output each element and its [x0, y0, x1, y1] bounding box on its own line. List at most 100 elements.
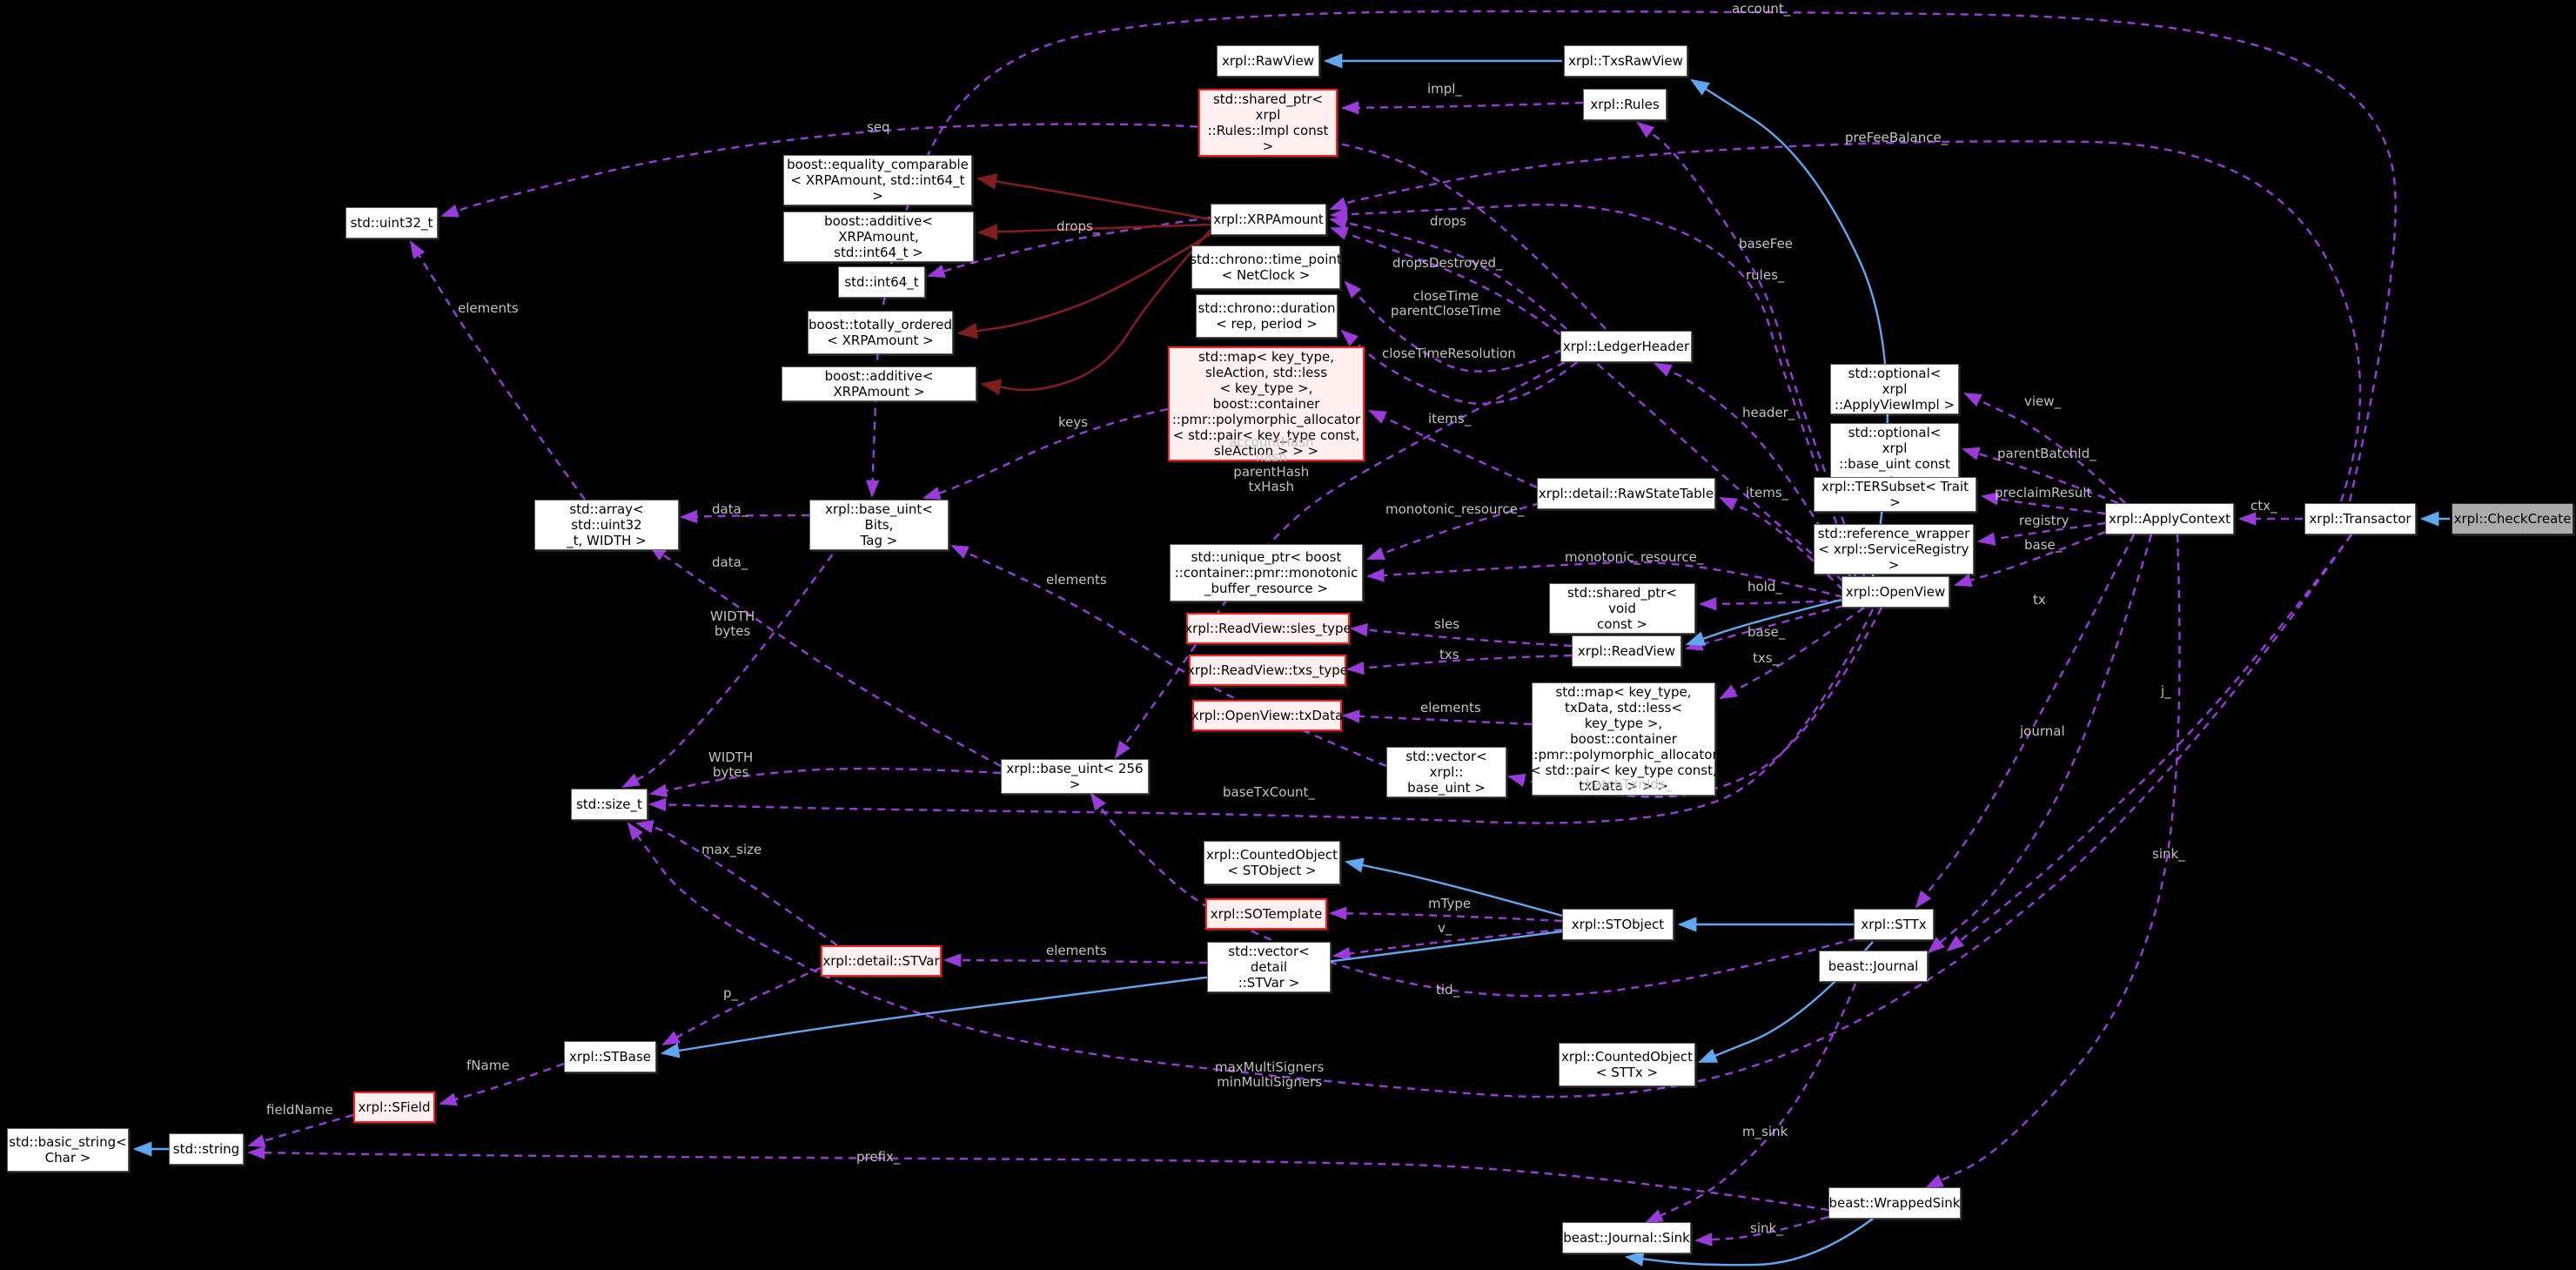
node-stobject[interactable]: xrpl::STObject: [1562, 909, 1674, 940]
edge-member-36: [627, 534, 2352, 1099]
node-wrappedsink[interactable]: beast::WrappedSink: [1828, 1187, 1961, 1219]
edge-member-22: [647, 608, 1875, 824]
node-uint32[interactable]: std::uint32_t: [345, 207, 438, 239]
node-readview[interactable]: xrpl::ReadView: [1572, 635, 1681, 667]
edge-private-65: [976, 223, 1211, 240]
edge-label-27: data_: [712, 554, 748, 570]
edge-label-13: monotonic_resource_: [1385, 501, 1525, 517]
edge-label-21: batchTxnIds_: [1586, 776, 1673, 792]
node-basicstring[interactable]: std::basic_string< Char >: [7, 1128, 129, 1172]
node-array-uint32[interactable]: std::array< std::uint32 _t, WIDTH >: [534, 500, 679, 550]
edge-private-67: [980, 229, 1211, 395]
node-counted-sttx[interactable]: xrpl::CountedObject < STTx >: [1559, 1043, 1695, 1086]
edge-label-35: tid_: [1436, 982, 1460, 998]
edge-member-16: [1685, 604, 1844, 651]
edge-member-5: [1330, 226, 1844, 582]
node-vector-baseuint[interactable]: std::vector< xrpl:: base_uint >: [1386, 747, 1506, 797]
edge-member-18: [1349, 623, 1573, 648]
node-xrpamount[interactable]: xrpl::XRPAmount: [1211, 204, 1326, 235]
node-rawstatetable[interactable]: xrpl::detail::RawStateTable: [1537, 478, 1715, 509]
edge-label-44: sink_: [2152, 846, 2185, 862]
edge-member-12: [1368, 409, 1538, 489]
edge-member-3: [440, 123, 1607, 330]
node-int64[interactable]: std::int64_t: [838, 266, 925, 298]
edge-label-3: seq: [867, 119, 890, 135]
edge-label-6: baseFee: [1739, 236, 1794, 252]
node-opt-applyview[interactable]: std::optional< xrpl ::ApplyViewImpl >: [1830, 364, 1959, 414]
node-sharedptr-rules-impl[interactable]: std::shared_ptr< xrpl ::Rules::Impl cons…: [1198, 89, 1338, 157]
node-map-sleaction[interactable]: std::map< key_type, sleAction, std::less…: [1168, 346, 1365, 461]
edge-member-34: [1332, 928, 1563, 961]
node-sfield[interactable]: xrpl::SField: [353, 1092, 435, 1123]
node-sizet[interactable]: std::size_t: [571, 789, 647, 820]
edge-label-7: rules_: [1746, 267, 1785, 283]
edge-inherit-56: [1685, 598, 1842, 646]
edge-member-33: [1328, 906, 1563, 923]
edge-member-29: [649, 767, 1002, 797]
node-ledgerheader[interactable]: xrpl::LedgerHeader: [1560, 331, 1692, 362]
node-openview[interactable]: xrpl::OpenView: [1841, 576, 1949, 608]
node-eqcomp[interactable]: boost::equality_comparable < XRPAmount, …: [783, 155, 972, 205]
node-counted-stobject[interactable]: xrpl::CountedObject < STObject >: [1204, 841, 1340, 884]
edge-label-22: baseTxCount_: [1223, 784, 1315, 800]
node-totord[interactable]: boost::totally_ordered < XRPAmount >: [808, 311, 953, 354]
edge-label-51: registry: [2019, 513, 2070, 528]
node-duration[interactable]: std::chrono::duration < rep, period >: [1196, 294, 1338, 338]
edge-member-37: [634, 819, 838, 946]
node-additive64[interactable]: boost::additive< XRPAmount, std::int64_t…: [783, 212, 974, 262]
node-sttx[interactable]: xrpl::STTx: [1854, 909, 1934, 940]
node-checkcreate[interactable]: xrpl::CheckCreate: [2452, 503, 2573, 534]
edge-label-34: v_: [1438, 920, 1452, 936]
edge-label-12: items_: [1428, 411, 1472, 427]
node-vector-stvar[interactable]: std::vector< detail ::STVar >: [1207, 942, 1331, 992]
node-baseuint-bitstag[interactable]: xrpl::base_uint< Bits, Tag >: [809, 500, 949, 550]
edge-label-38: p_: [723, 985, 739, 1001]
edge-member-27: [648, 544, 1002, 768]
edge-label-15: hold_: [1748, 579, 1782, 595]
edge-label-24: keys: [1058, 414, 1089, 430]
edge-member-6: [1329, 203, 1857, 577]
node-rawview[interactable]: xrpl::RawView: [1217, 45, 1319, 77]
node-sles-type[interactable]: xrpl::ReadView::sles_type: [1184, 613, 1352, 644]
edge-member-30: [409, 240, 586, 501]
edge-member-19: [1345, 654, 1573, 675]
node-stdstring[interactable]: std::string: [169, 1133, 244, 1165]
node-txsrawview[interactable]: xrpl::TxsRawView: [1564, 45, 1687, 77]
edge-label-10: header_: [1742, 405, 1795, 420]
edge-member-52: [1954, 530, 2106, 588]
node-applycontext[interactable]: xrpl::ApplyContext: [2105, 503, 2234, 534]
edge-member-17: [1719, 607, 1865, 700]
node-transactor[interactable]: xrpl::Transactor: [2304, 503, 2416, 534]
node-journal[interactable]: beast::Journal: [1819, 951, 1928, 982]
node-stvar[interactable]: xrpl::detail::STVar: [821, 945, 942, 977]
edge-label-37: max_size: [701, 842, 762, 857]
edge-label-40: fieldName: [266, 1102, 333, 1118]
edge-member-20: [1341, 709, 1533, 726]
edge-label-30: elements: [458, 300, 519, 316]
node-txs-type[interactable]: xrpl::ReadView::txs_type: [1187, 655, 1348, 686]
edge-member-48: [1963, 392, 2126, 504]
node-txdata-node[interactable]: xrpl::OpenView::txData: [1191, 700, 1343, 731]
node-sharedptr-void[interactable]: std::shared_ptr< void const >: [1549, 583, 1695, 634]
edge-label-32: elements: [1046, 943, 1107, 958]
edge-member-43: [1694, 1215, 1829, 1246]
node-sotemplate[interactable]: xrpl::SOTemplate: [1205, 898, 1327, 930]
edge-inherit-59: [660, 930, 1563, 1058]
node-refwrap[interactable]: std::reference_wrapper < xrpl::ServiceRe…: [1814, 524, 1974, 575]
node-additive1[interactable]: boost::additive< XRPAmount >: [782, 366, 976, 401]
edge-label-0: impl_: [1427, 81, 1462, 97]
edge-label-39: fName: [466, 1058, 510, 1073]
node-baseuint256[interactable]: xrpl::base_uint< 256 >: [1001, 759, 1149, 794]
edge-label-14: monotonic_resource_: [1565, 549, 1704, 565]
node-rules[interactable]: xrpl::Rules: [1583, 89, 1667, 120]
node-tersubset[interactable]: xrpl::TERSubset< Trait >: [1814, 477, 1976, 512]
edge-member-15: [1698, 597, 1842, 611]
edge-member-0: [1340, 101, 1584, 115]
node-timepoint[interactable]: std::chrono::time_point < NetClock >: [1190, 245, 1342, 289]
edge-label-47: tx: [2033, 592, 2046, 608]
node-stbase[interactable]: xrpl::STBase: [564, 1041, 656, 1072]
node-map-txdata[interactable]: std::map< key_type, txData, std::less< k…: [1529, 682, 1718, 796]
node-uniqueptr-mono[interactable]: std::unique_ptr< boost ::container::pmr:…: [1170, 544, 1363, 601]
edge-label-2: preFeeBalance_: [1845, 130, 1949, 145]
node-journalsink[interactable]: beast::Journal::Sink: [1562, 1222, 1691, 1253]
